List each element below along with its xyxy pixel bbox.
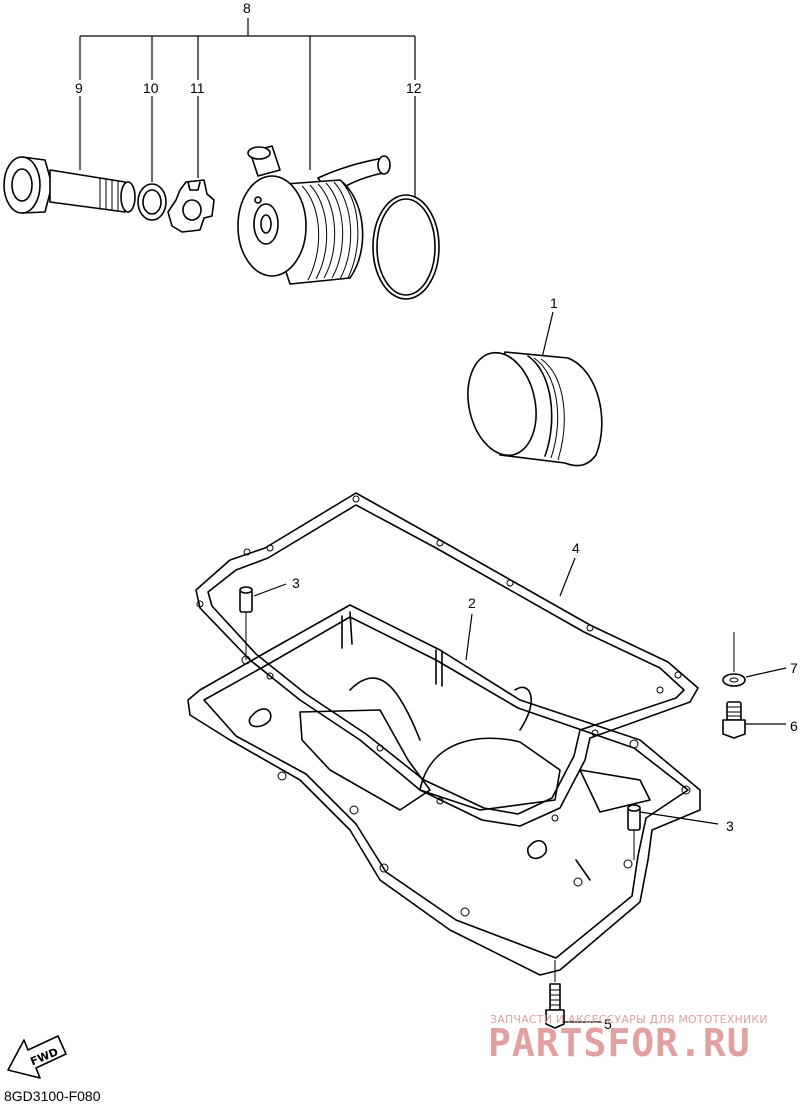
- callout-5: 5: [604, 1016, 612, 1032]
- washer-part-10: [137, 96, 167, 221]
- gasket-part-4: [195, 492, 699, 827]
- callout-1: 1: [550, 295, 558, 311]
- callout-3b: 3: [726, 818, 734, 834]
- union-bolt-part-9: [3, 96, 136, 214]
- oil-filter-part-1: [467, 311, 603, 467]
- bolt-part-5: [545, 960, 602, 1029]
- callout-10: 10: [143, 80, 159, 96]
- callout-7: 7: [790, 660, 798, 676]
- callout-4: 4: [572, 540, 580, 556]
- watermark-brand: PARTSFOR.RU: [488, 1021, 751, 1065]
- callout-8-bracket: [79, 18, 416, 170]
- oil-cooler-part-8: [237, 145, 391, 285]
- watermark-tagline: ЗАПЧАСТИ И АКСЕССУАРЫ ДЛЯ МОТОТЕХНИКИ: [490, 1013, 768, 1026]
- dowel-pin-part-3b: [627, 804, 719, 860]
- callout-8: 8: [243, 0, 251, 16]
- lock-washer-part-11: [167, 96, 215, 233]
- callout-9: 9: [75, 80, 83, 96]
- drain-gasket-part-7: [722, 632, 787, 687]
- dowel-pin-part-3a: [239, 583, 287, 660]
- callout-11: 11: [190, 80, 205, 96]
- callout-12: 12: [406, 80, 422, 96]
- drain-plug-part-6: [722, 701, 786, 739]
- callout-2: 2: [468, 595, 476, 611]
- fwd-arrow-icon: FWD: [7, 1035, 67, 1079]
- callout-3a: 3: [292, 575, 300, 591]
- callout-6: 6: [790, 718, 798, 734]
- diagram-code: 8GD3100-F080: [4, 1088, 101, 1104]
- o-ring-part-12: [372, 96, 440, 300]
- oil-pan-part-2: [187, 604, 701, 976]
